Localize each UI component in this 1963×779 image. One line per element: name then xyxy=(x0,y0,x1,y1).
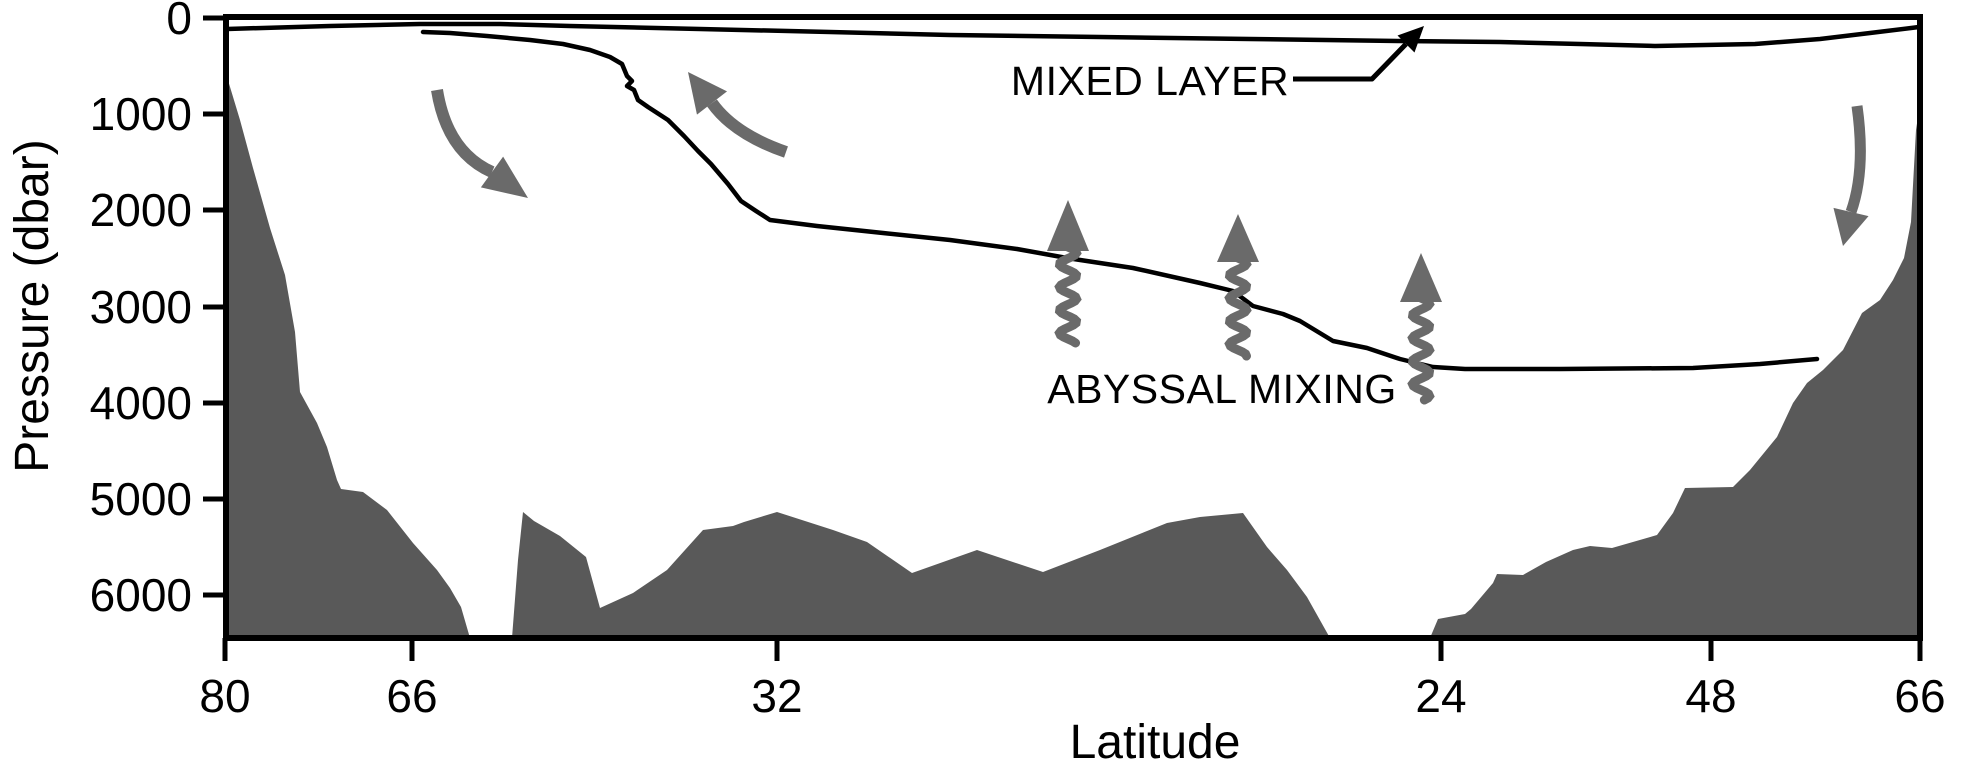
x-tick-label: 66 xyxy=(1894,670,1945,722)
seafloor-middle xyxy=(512,512,1330,638)
abyssal-mixing-arrow-3-head xyxy=(1400,253,1442,302)
mixed-layer-leader-head xyxy=(1397,26,1424,53)
y-tick-label: 3000 xyxy=(90,281,192,333)
arrows-layer xyxy=(431,26,1869,405)
x-tick-label: 48 xyxy=(1685,670,1736,722)
downwelling-arrow-left-head xyxy=(480,156,528,198)
abyssal-mixing-arrow-2-head xyxy=(1217,214,1259,262)
curves-layer xyxy=(224,21,1922,372)
y-tick-label: 5000 xyxy=(90,473,192,525)
y-tick-label: 2000 xyxy=(90,184,192,236)
downwelling-arrow-right xyxy=(1833,105,1869,246)
mixed-layer-base-curve xyxy=(224,21,1922,49)
y-tick-label: 6000 xyxy=(90,569,192,621)
abyssal-mixing-arrow-2-squiggle xyxy=(1224,253,1252,361)
upwelling-arrow xyxy=(688,72,788,158)
axes-layer xyxy=(223,14,1923,641)
x-tick-label: 24 xyxy=(1415,670,1466,722)
abyssal-mixing-arrow-1-squiggle xyxy=(1054,242,1082,348)
x-tick-label: 32 xyxy=(751,670,802,722)
abyssal-mixing-arrow-3-squiggle xyxy=(1407,293,1435,405)
abyssal-mixing-arrow-1-head xyxy=(1047,200,1089,251)
abyssal-mixing-arrow-1 xyxy=(1047,200,1089,348)
x-axis-title: Latitude xyxy=(1070,716,1241,769)
mixed-layer-leader xyxy=(1293,26,1424,82)
abyssal-mixing-label: ABYSSAL MIXING xyxy=(1047,366,1397,412)
abyssal-mixing-arrow-2 xyxy=(1217,214,1259,361)
downwelling-arrow-left xyxy=(431,88,528,198)
seafloor-right xyxy=(1430,97,1921,638)
deep-interface-curve xyxy=(420,29,1820,372)
y-axis-title: Pressure (dbar) xyxy=(6,139,59,472)
y-tick-label: 1000 xyxy=(90,88,192,140)
mixed-layer-leader-line xyxy=(1293,42,1408,82)
y-tick-label: 0 xyxy=(166,0,192,44)
y-tick-label: 4000 xyxy=(90,377,192,429)
x-tick-label: 80 xyxy=(199,670,250,722)
seafloor-left xyxy=(227,77,470,638)
downwelling-arrow-right-head xyxy=(1833,207,1869,246)
mixed-layer-label: MIXED LAYER xyxy=(1011,58,1289,104)
upwelling-arrow-shaft xyxy=(707,99,788,158)
abyssal-mixing-arrow-3 xyxy=(1400,253,1442,405)
downwelling-arrow-left-shaft xyxy=(431,88,495,178)
bathymetry-layer xyxy=(227,77,1921,638)
upwelling-arrow-head xyxy=(688,72,728,115)
x-tick-label: 66 xyxy=(386,670,437,722)
downwelling-arrow-right-shaft xyxy=(1845,105,1866,214)
